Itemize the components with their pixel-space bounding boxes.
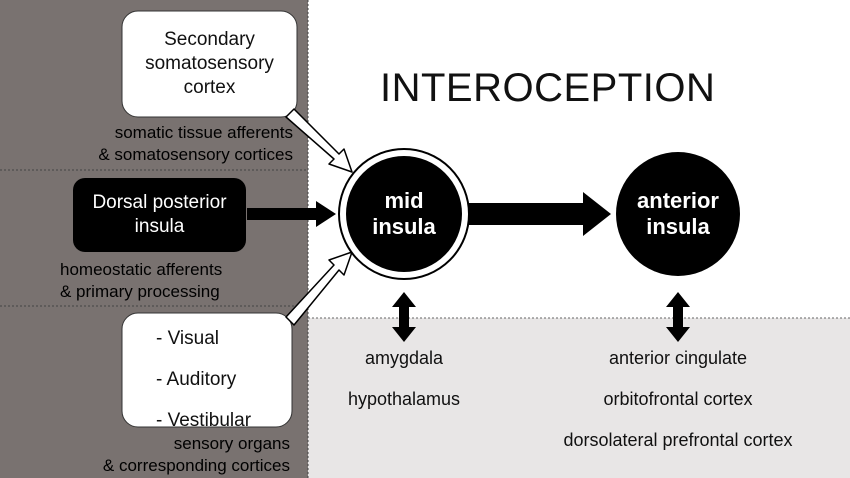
dorsal-posterior-insula-text: Dorsal posterior insula (73, 178, 246, 252)
dorsal-posterior-insula-box (73, 178, 246, 252)
region-orbitofrontal-cortex: orbitofrontal cortex (603, 389, 753, 409)
region-hypothalamus: hypothalamus (347, 389, 461, 409)
bottom-panel (308, 318, 850, 478)
secondary-somatosensory-text: Secondary somatosensory cortex (122, 11, 297, 117)
node-line: insula (372, 214, 436, 239)
box-line: - Visual (156, 328, 220, 349)
arrow-sensory-to-mid (285, 251, 353, 326)
caption-sensory-organs: sensory organs & corresponding cortices (0, 433, 290, 477)
mid-insula-label: mid insula (346, 156, 462, 272)
anterior-insula-node (616, 152, 740, 276)
diagram-title: INTEROCEPTION (380, 66, 716, 110)
region-dorsolateral-prefrontal-cortex: dorsolateral prefrontal cortex (563, 430, 793, 450)
arrow-somatosensory-to-mid (285, 108, 353, 173)
region-amygdala: amygdala (364, 348, 444, 368)
node-line: anterior (637, 187, 719, 213)
caption-line: & primary processing (60, 282, 220, 302)
box-line: - Vestibular (156, 410, 252, 431)
box-line: - Auditory (156, 369, 237, 390)
caption-line: somatic tissue afferents (114, 123, 293, 142)
caption-line: & corresponding cortices (102, 456, 290, 476)
sensory-modalities-text: - Visual - Auditory - Vestibular (156, 318, 286, 441)
double-arrow-anterior (666, 292, 690, 342)
region-anterior-cingulate: anterior cingulate (608, 348, 748, 368)
caption-line: & somatosensory cortices (98, 145, 293, 165)
caption-line: homeostatic afferents (60, 260, 223, 279)
box-line: somatosensory (145, 53, 274, 75)
box-line: Secondary (164, 29, 255, 51)
box-line: cortex (183, 76, 236, 98)
anterior-insula-label: anterior insula (616, 152, 740, 276)
caption-somatic: somatic tissue afferents & somatosensory… (3, 122, 293, 166)
box-line: Dorsal posterior (92, 192, 227, 214)
secondary-somatosensory-box (121, 10, 298, 118)
caption-line: sensory organs (173, 434, 290, 453)
box-line: insula (134, 216, 185, 237)
double-arrow-mid (392, 292, 416, 342)
node-line: mid (384, 187, 424, 213)
arrow-mid-to-anterior (469, 192, 611, 236)
arrow-dorsal-to-mid (247, 201, 336, 227)
caption-homeostatic: homeostatic afferents & primary processi… (60, 259, 260, 303)
sensory-modalities-box (121, 312, 293, 428)
node-line: insula (646, 214, 710, 239)
mid-insula-node (346, 156, 462, 272)
